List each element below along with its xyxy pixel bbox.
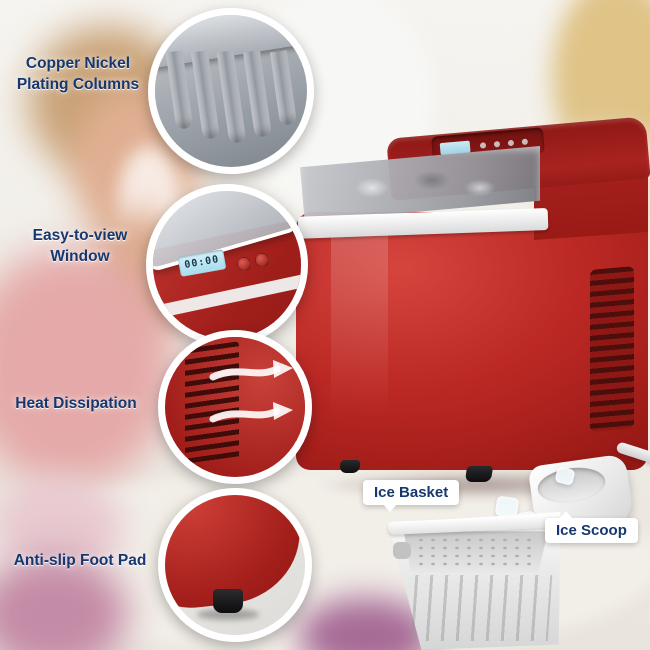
callout-copper-columns bbox=[148, 8, 314, 174]
callout-vent-image bbox=[165, 337, 305, 477]
ice-basket-handle bbox=[393, 542, 411, 559]
callout-foot-pad bbox=[158, 488, 312, 642]
panel-button bbox=[255, 253, 269, 267]
callout-heat-dissipation bbox=[158, 330, 312, 484]
plating-column bbox=[190, 50, 221, 140]
ice-basket-tag: Ice Basket bbox=[363, 480, 460, 512]
callout-copper-columns-image bbox=[155, 15, 307, 167]
plating-column bbox=[243, 50, 272, 138]
control-button-icon bbox=[521, 138, 529, 146]
callout-easy-view-window: 00:00 bbox=[146, 184, 308, 346]
plating-column bbox=[269, 50, 298, 126]
callout-foot-image bbox=[165, 495, 305, 635]
foot-shadow bbox=[197, 609, 259, 620]
panel-button bbox=[237, 257, 251, 271]
callout-label-foot-pad: Anti-slip Foot Pad bbox=[13, 552, 147, 569]
control-button-icon bbox=[507, 139, 515, 147]
ice-maker-body bbox=[296, 212, 648, 470]
control-button-icon bbox=[479, 142, 487, 149]
side-vent-grille bbox=[590, 266, 634, 432]
foot-pad bbox=[339, 460, 361, 473]
plating-column bbox=[216, 50, 247, 144]
control-button-icon bbox=[493, 140, 501, 148]
airflow-arrows-icon bbox=[209, 360, 293, 423]
ice-basket-interior bbox=[403, 531, 549, 573]
callout-label-heat-dissipation: Heat Dissipation bbox=[15, 395, 137, 412]
ice-basket-slats bbox=[410, 575, 553, 642]
ice-basket bbox=[387, 512, 565, 650]
callout-label-easy-view-window: Easy-to-view Window bbox=[32, 227, 128, 265]
callout-label-copper-columns: Copper Nickel Plating Columns bbox=[16, 55, 140, 93]
ice-maker-product bbox=[296, 116, 650, 500]
background-woman-shirt-blob bbox=[0, 248, 174, 488]
anti-slip-foot bbox=[213, 589, 243, 613]
foot-pad bbox=[464, 466, 494, 482]
ice-scoop-tag: Ice Scoop bbox=[545, 511, 638, 543]
callout-window-image: 00:00 bbox=[153, 191, 301, 339]
